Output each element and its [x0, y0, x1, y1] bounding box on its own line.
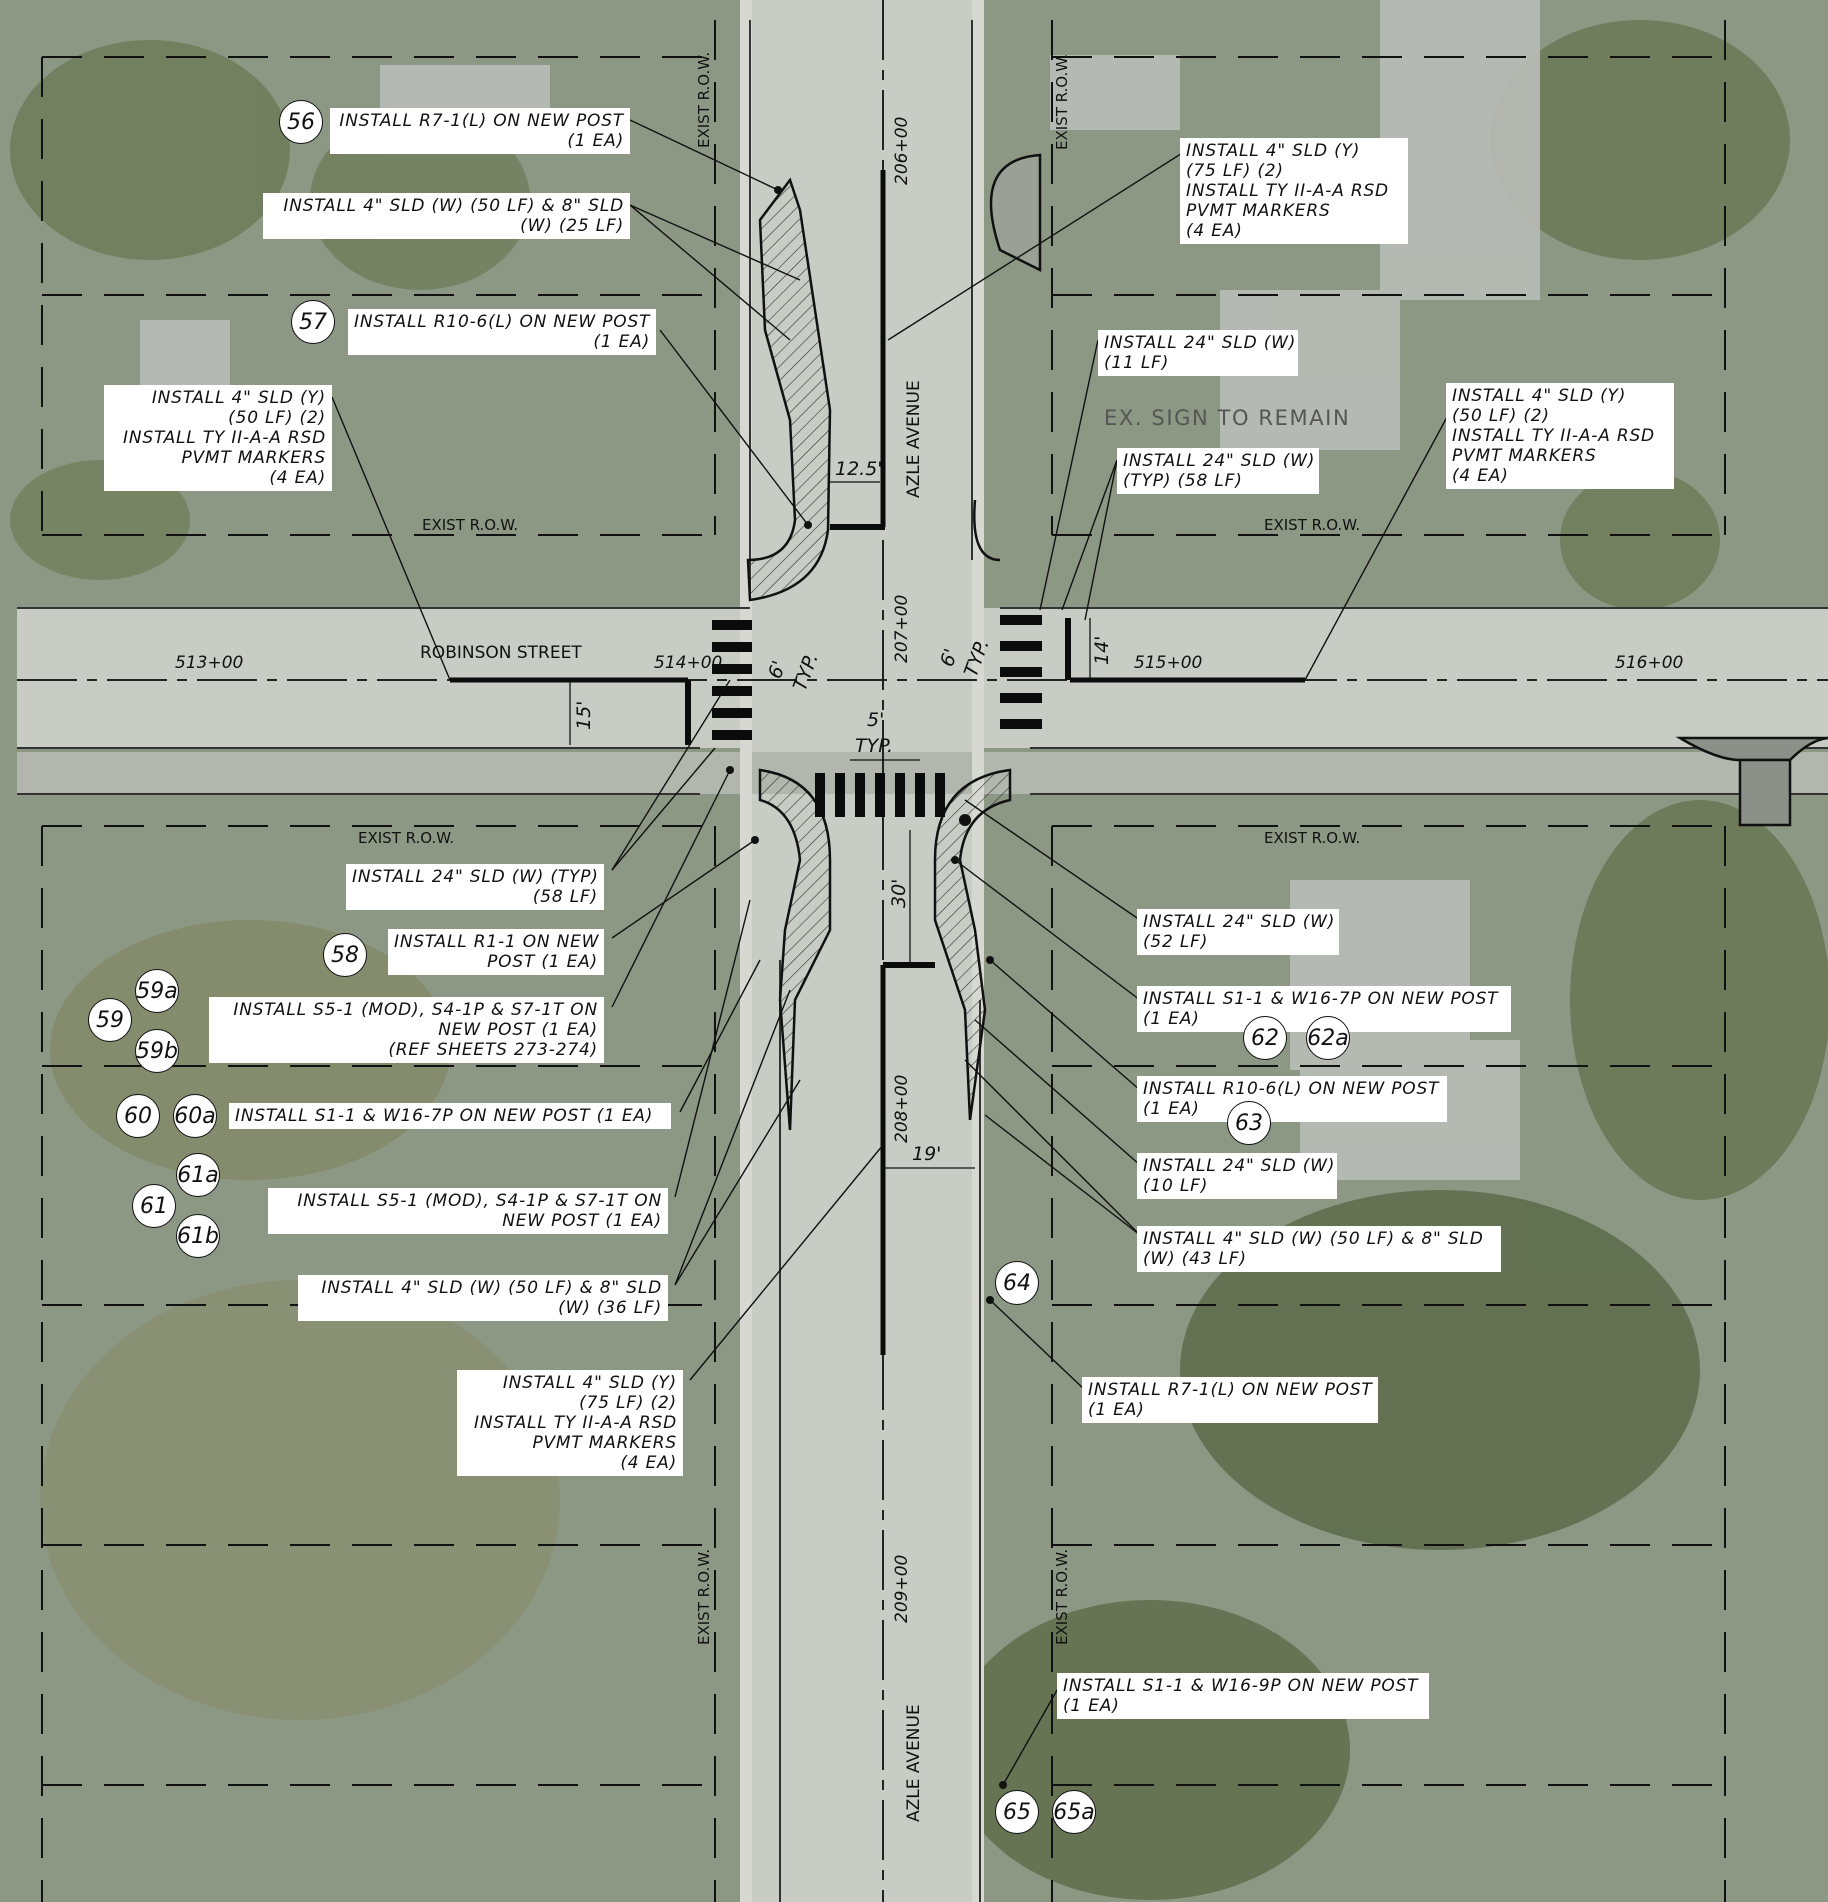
station-209: 209+00: [892, 1555, 912, 1623]
dim-6-left: 6': [764, 658, 791, 682]
station-206: 206+00: [892, 117, 912, 185]
dim-30: 30': [888, 879, 910, 908]
bubble-59a: 59a: [135, 969, 179, 1013]
row-label-nw-horizontal: EXIST R.O.W.: [422, 516, 518, 534]
dim-15: 15': [573, 701, 595, 730]
note-24-sld-58lf-sw: INSTALL 24" SLD (W) (TYP) (58 LF): [346, 864, 604, 910]
station-513: 513+00: [175, 653, 243, 673]
row-label-se-horizontal: EXIST R.O.W.: [1264, 829, 1360, 847]
note-24-sld-10lf: INSTALL 24" SLD (W) (10 LF): [1137, 1153, 1337, 1199]
note-24-sld-58lf-ne: INSTALL 24" SLD (W) (TYP) (58 LF): [1117, 448, 1319, 494]
bubble-59: 59: [88, 998, 132, 1042]
note-sld-yellow-nw: INSTALL 4" SLD (Y) (50 LF) (2) INSTALL T…: [104, 385, 332, 491]
bubble-61b: 61b: [176, 1214, 220, 1258]
station-514: 514+00: [654, 653, 722, 673]
bubble-64: 64: [995, 1261, 1039, 1305]
leader-lines: [331, 119, 1461, 1786]
bubble-65: 65: [995, 1790, 1039, 1834]
bubble-62: 62: [1243, 1016, 1287, 1060]
note-56-r7-1l: INSTALL R7-1(L) ON NEW POST (1 EA): [330, 108, 630, 154]
bubble-59b: 59b: [135, 1029, 179, 1073]
dim-6-right: 6': [936, 646, 963, 670]
crosswalks: [712, 615, 1042, 817]
note-24-sld-11lf: INSTALL 24" SLD (W) (11 LF): [1098, 330, 1298, 376]
dimension-lines: [569, 481, 1091, 1169]
note-58-r1-1: INSTALL R1-1 ON NEW POST (1 EA): [388, 929, 604, 975]
bubble-58: 58: [323, 933, 367, 977]
street-name-robinson: ROBINSON STREET: [420, 643, 582, 663]
bubble-65a: 65a: [1052, 1790, 1096, 1834]
note-sld-yellow-ne: INSTALL 4" SLD (Y) (50 LF) (2) INSTALL T…: [1446, 383, 1674, 489]
street-name-azle-north: AZLE AVENUE: [904, 380, 924, 498]
typ-mid: TYP.: [855, 735, 893, 757]
station-516: 516+00: [1615, 653, 1683, 673]
row-label-se-vertical: EXIST R.O.W.: [1053, 1549, 1071, 1645]
street-name-azle-south: AZLE AVENUE: [904, 1704, 924, 1822]
pavement-markings: [450, 170, 1305, 1355]
note-sld-white-se: INSTALL 4" SLD (W) (50 LF) & 8" SLD (W) …: [1137, 1226, 1501, 1272]
dim-12-5: 12.5': [835, 458, 883, 480]
row-label-sw-vertical: EXIST R.O.W.: [695, 1549, 713, 1645]
note-60-s1-1: INSTALL S1-1 & W16-7P ON NEW POST (1 EA): [229, 1103, 671, 1129]
dim-14: 14': [1091, 636, 1113, 665]
dim-19: 19': [912, 1143, 941, 1165]
bubble-63: 63: [1227, 1101, 1271, 1145]
row-label-sw-horizontal: EXIST R.O.W.: [358, 829, 454, 847]
note-sld-yellow-north: INSTALL 4" SLD (Y) (75 LF) (2) INSTALL T…: [1180, 138, 1408, 244]
row-label-nw-vertical: EXIST R.O.W.: [695, 52, 713, 148]
note-57-r10-6l: INSTALL R10-6(L) ON NEW POST (1 EA): [348, 309, 656, 355]
bubble-62a: 62a: [1306, 1016, 1350, 1060]
note-sld-white-nw: INSTALL 4" SLD (W) (50 LF) & 8" SLD (W) …: [263, 193, 630, 239]
note-sld-yellow-south: INSTALL 4" SLD (Y) (75 LF) (2) INSTALL T…: [457, 1370, 683, 1476]
bubble-60a: 60a: [173, 1094, 217, 1138]
bubble-56: 56: [279, 100, 323, 144]
note-64-r7-1l: INSTALL R7-1(L) ON NEW POST (1 EA): [1082, 1377, 1378, 1423]
row-lines: [41, 20, 1726, 1902]
station-207: 207+00: [892, 595, 912, 663]
bubble-61: 61: [132, 1184, 176, 1228]
note-59-s5-1: INSTALL S5-1 (MOD), S4-1P & S7-1T ON NEW…: [209, 997, 604, 1063]
note-65-s1-1: INSTALL S1-1 & W16-9P ON NEW POST (1 EA): [1057, 1673, 1429, 1719]
sign-post-icons: [726, 186, 1007, 1789]
bubble-60: 60: [116, 1094, 160, 1138]
dim-5: 5': [867, 709, 884, 731]
row-label-ne-horizontal: EXIST R.O.W.: [1264, 516, 1360, 534]
note-sld-white-sw: INSTALL 4" SLD (W) (50 LF) & 8" SLD (W) …: [298, 1275, 668, 1321]
note-61-s5-1: INSTALL S5-1 (MOD), S4-1P & S7-1T ON NEW…: [268, 1188, 668, 1234]
note-24-sld-52lf: INSTALL 24" SLD (W) (52 LF): [1137, 909, 1339, 955]
row-label-ne-vertical: EXIST R.O.W.: [1053, 54, 1071, 150]
bubble-57: 57: [291, 300, 335, 344]
bubble-61a: 61a: [176, 1153, 220, 1197]
ex-sign-to-remain-label: EX. SIGN TO REMAIN: [1104, 406, 1351, 430]
curb-lines: [17, 20, 1828, 1902]
station-208: 208+00: [892, 1075, 912, 1143]
station-515: 515+00: [1134, 653, 1202, 673]
note-63-r10-6l: INSTALL R10-6(L) ON NEW POST (1 EA): [1137, 1076, 1447, 1122]
